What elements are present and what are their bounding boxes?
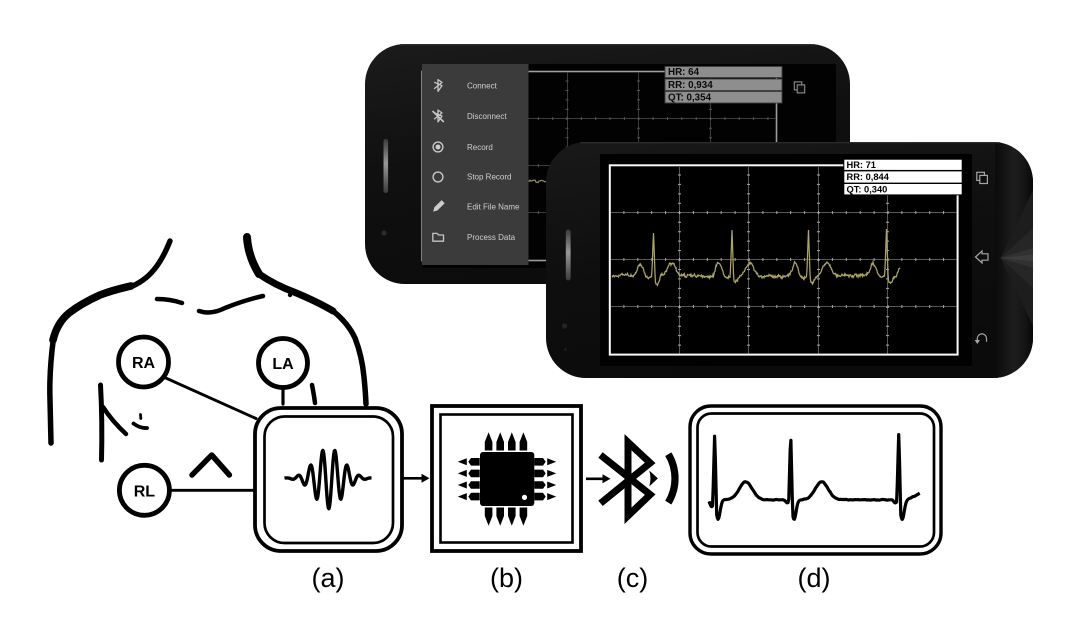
svg-text:Edit File Name: Edit File Name	[467, 202, 520, 211]
svg-text:(c): (c)	[617, 563, 648, 593]
svg-text:(d): (d)	[798, 563, 831, 593]
svg-text:Record: Record	[467, 143, 493, 152]
svg-text:Stop Record: Stop Record	[467, 173, 511, 182]
svg-text:Connect: Connect	[467, 81, 498, 90]
svg-text:(a): (a)	[312, 563, 345, 593]
svg-text:Process Data: Process Data	[467, 233, 516, 242]
svg-text:RR: 0,934: RR: 0,934	[668, 80, 713, 91]
svg-text:RA: RA	[132, 355, 156, 372]
svg-text:HR: 71: HR: 71	[847, 160, 876, 170]
svg-text:RL: RL	[134, 483, 156, 500]
svg-text:(b): (b)	[490, 563, 523, 593]
svg-text:RR: 0,844: RR: 0,844	[847, 172, 890, 182]
svg-text:QT: 0,354: QT: 0,354	[668, 92, 712, 103]
svg-text:LA: LA	[272, 356, 294, 373]
svg-text:HR: 64: HR: 64	[668, 67, 700, 78]
svg-text:Disconnect: Disconnect	[467, 112, 507, 121]
svg-text:QT: 0,340: QT: 0,340	[847, 185, 888, 195]
